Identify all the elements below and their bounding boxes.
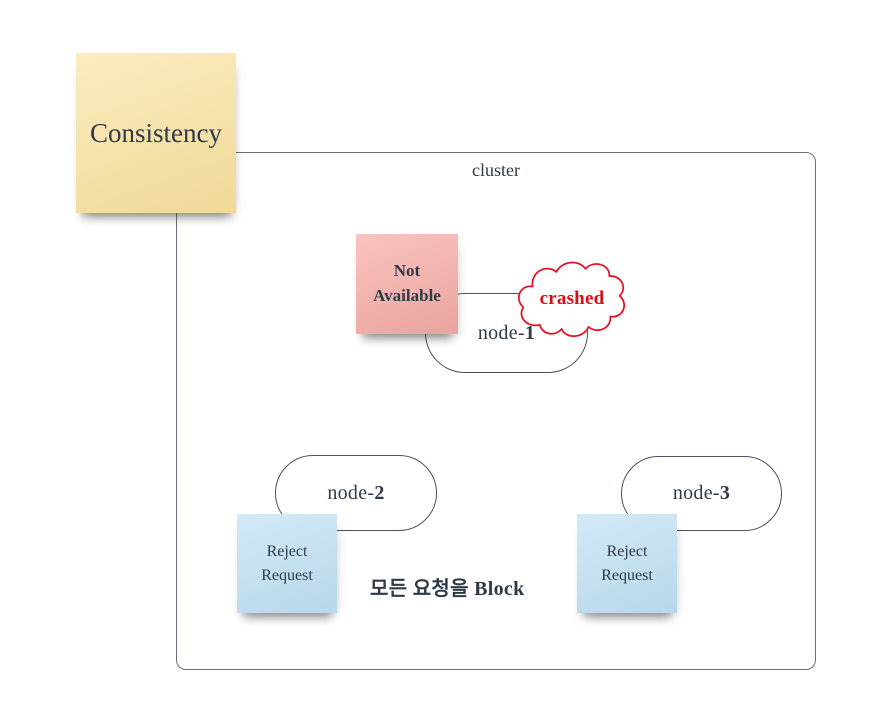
- cloud-icon: [517, 261, 625, 337]
- consistency-sticky-note[interactable]: Consistency: [76, 53, 236, 213]
- node-2-label: node-2: [327, 481, 385, 504]
- reject-request-label: Reject Request: [261, 542, 313, 584]
- reject-request-label: Reject Request: [601, 542, 653, 584]
- consistency-label: Consistency: [90, 117, 222, 148]
- not-available-label: Not Available: [373, 261, 441, 305]
- cluster-boundary[interactable]: cluster: [176, 152, 816, 670]
- node-1-label: node-1: [477, 321, 536, 344]
- reject-request-sticky-note-node3[interactable]: Reject Request: [577, 514, 677, 613]
- reject-request-sticky-note-node2[interactable]: Reject Request: [237, 514, 337, 613]
- not-available-sticky-note[interactable]: Not Available: [356, 234, 458, 334]
- node-3-label: node-3: [672, 482, 731, 504]
- block-annotation: 모든 요청을 Block: [370, 578, 525, 600]
- cluster-label: cluster: [472, 160, 520, 180]
- crashed-cloud[interactable]: crashed: [515, 258, 629, 346]
- crashed-label: crashed: [539, 288, 605, 309]
